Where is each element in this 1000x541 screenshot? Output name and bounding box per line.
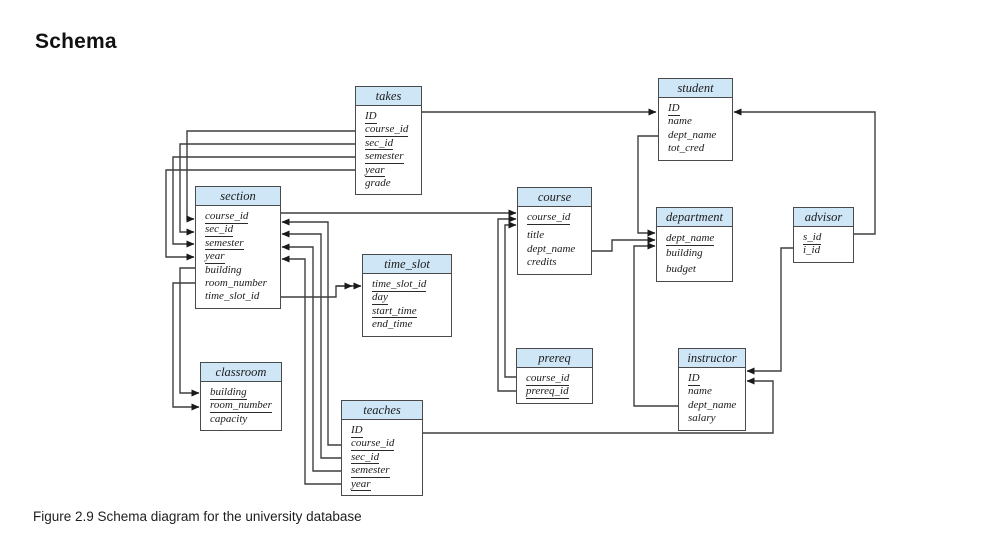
relationship-section-building-to-classroom bbox=[179, 267, 200, 397]
field-takes-year: year bbox=[365, 163, 385, 178]
field-student-dept_name: dept_name bbox=[668, 128, 717, 141]
field-department-budget: budget bbox=[666, 262, 696, 275]
field-department-building: building bbox=[666, 247, 703, 260]
relationship-prereq-course-id-to-course bbox=[504, 221, 517, 378]
field-student-ID: ID bbox=[668, 102, 680, 116]
field-instructor-dept_name: dept_name bbox=[688, 398, 737, 411]
field-section-semester: semester bbox=[205, 236, 244, 251]
field-teaches-course_id: course_id bbox=[351, 437, 395, 451]
field-time_slot-day: day bbox=[372, 291, 388, 305]
field-instructor-name: name bbox=[688, 385, 712, 398]
relationship-takes-semester-to-section bbox=[172, 156, 355, 248]
field-advisor-i_id: i_id bbox=[803, 244, 821, 257]
relationship-section-room-number-to-classroom bbox=[172, 282, 200, 411]
relationship-student-dept-name-to-department bbox=[637, 135, 658, 237]
table-title-department: department bbox=[657, 208, 732, 227]
relationship-instructor-dept-name-to-department bbox=[633, 242, 678, 407]
field-course-title: title bbox=[527, 229, 545, 242]
field-takes-course_id: course_id bbox=[365, 123, 409, 137]
field-classroom-room_number: room_number bbox=[210, 399, 272, 413]
relationship-advisor-i-id-to-instructor bbox=[746, 247, 793, 375]
relationship-advisor-s-id-to-student bbox=[733, 108, 876, 235]
field-teaches-semester: semester bbox=[351, 464, 390, 478]
table-title-course: course bbox=[518, 188, 591, 207]
field-course-dept_name: dept_name bbox=[527, 242, 576, 255]
field-time_slot-time_slot_id: time_slot_id bbox=[372, 278, 427, 292]
field-instructor-salary: salary bbox=[688, 412, 716, 425]
relationship-teaches-semester-to-section bbox=[281, 243, 341, 472]
page-title: Schema bbox=[35, 30, 117, 53]
relationship-teaches-year-to-section bbox=[281, 255, 341, 485]
table-title-prereq: prereq bbox=[517, 349, 592, 368]
relationship-teaches-course-id-to-section bbox=[281, 218, 341, 446]
field-takes-semester: semester bbox=[365, 150, 404, 164]
relationship-teaches-sec-id-to-section bbox=[281, 230, 341, 459]
figure-caption: Figure 2.9 Schema diagram for the univer… bbox=[33, 509, 362, 524]
field-takes-grade: grade bbox=[365, 177, 391, 190]
relationship-takes-year-to-section bbox=[165, 169, 355, 261]
table-title-student: student bbox=[659, 79, 732, 98]
relationship-takes-course-id-to-section bbox=[186, 130, 355, 223]
relationship-teaches-id-to-instructor bbox=[423, 377, 774, 434]
field-instructor-ID: ID bbox=[688, 372, 700, 386]
relationship-course-dept-name-to-department bbox=[592, 236, 656, 252]
field-section-course_id: course_id bbox=[205, 210, 249, 224]
field-time_slot-start_time: start_time bbox=[372, 304, 417, 319]
field-student-name: name bbox=[668, 115, 692, 128]
field-course-credits: credits bbox=[527, 256, 557, 269]
field-takes-ID: ID bbox=[365, 110, 377, 124]
field-classroom-capacity: capacity bbox=[210, 412, 248, 425]
field-course-course_id: course_id bbox=[527, 211, 571, 225]
table-title-classroom: classroom bbox=[201, 363, 281, 382]
field-time_slot-end_time: end_time bbox=[372, 318, 413, 331]
field-prereq-prereq_id: prereq_id bbox=[526, 385, 569, 399]
relationship-prereq-prereq-id-to-course bbox=[497, 215, 517, 392]
field-teaches-ID: ID bbox=[351, 424, 363, 438]
table-title-teaches: teaches bbox=[342, 401, 422, 420]
field-teaches-year: year bbox=[351, 477, 371, 492]
field-takes-sec_id: sec_id bbox=[365, 136, 394, 151]
field-teaches-sec_id: sec_id bbox=[351, 450, 380, 465]
table-title-section: section bbox=[196, 187, 280, 206]
relationship-takes-sec-id-to-section bbox=[179, 143, 355, 236]
table-title-advisor: advisor bbox=[794, 208, 853, 227]
field-section-year: year bbox=[205, 250, 225, 264]
field-section-sec_id: sec_id bbox=[205, 223, 234, 237]
field-section-time_slot_id: time_slot_id bbox=[205, 290, 260, 303]
field-classroom-building: building bbox=[210, 386, 247, 400]
table-title-takes: takes bbox=[356, 87, 421, 106]
field-prereq-course_id: course_id bbox=[526, 372, 570, 386]
table-title-instructor: instructor bbox=[679, 349, 745, 368]
field-department-dept_name: dept_name bbox=[666, 232, 715, 246]
field-section-room_number: room_number bbox=[205, 277, 267, 290]
field-section-building: building bbox=[205, 263, 242, 276]
field-student-tot_cred: tot_cred bbox=[668, 142, 705, 155]
field-advisor-s_id: s_id bbox=[803, 231, 822, 245]
table-title-time_slot: time_slot bbox=[363, 255, 451, 274]
